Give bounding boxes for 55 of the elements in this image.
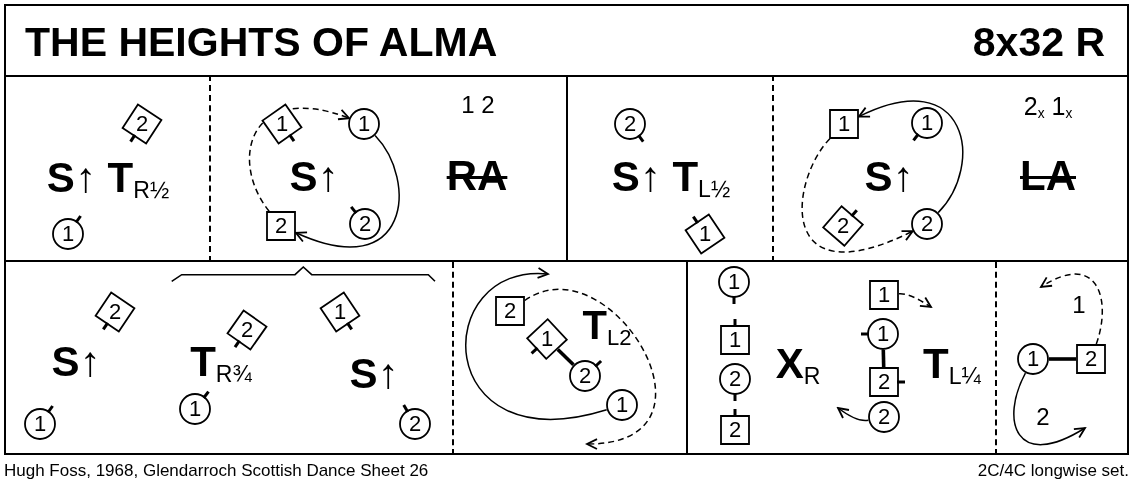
figure-panel: [209, 75, 566, 262]
figure-panel: [4, 262, 452, 455]
arrow: [898, 293, 932, 308]
dancer-circle: 1: [605, 388, 639, 422]
dancer-circle: 2: [568, 358, 604, 393]
dancer-square: 2: [265, 210, 297, 242]
dancer-diamond: 2: [94, 291, 136, 333]
dancer-diamond: 1: [261, 103, 303, 145]
arrow: [295, 134, 400, 248]
figure-notation: S↑ T$_{L½}$: [611, 156, 731, 198]
dancer-diamond: 2: [121, 103, 163, 145]
figure-panel: [566, 75, 772, 262]
figure-notation: S↑: [349, 353, 399, 395]
figure-notation: S↑: [289, 156, 339, 198]
arrow: [837, 407, 870, 422]
dancer-square: 2: [1075, 343, 1107, 375]
dancer-diamond: 1: [684, 213, 726, 255]
figure-panel: [686, 262, 995, 455]
source-note: Hugh Foss, 1968, Glendarroch Scottish Dance Sheet 26: [4, 461, 429, 479]
dancer-circle: 1: [347, 107, 381, 141]
arrow: [1013, 372, 1086, 446]
arrow: [465, 268, 608, 420]
figure-notation: S↑: [51, 341, 101, 383]
dancer-square: 1: [828, 108, 860, 140]
arrow: [1040, 273, 1104, 345]
figure-notation: X$_{R}$: [775, 343, 821, 385]
dancer-diamond: 2: [226, 309, 268, 351]
dancer-circle: 2: [867, 400, 901, 434]
couple-numbers: 1 2: [461, 93, 495, 117]
figure-notation: S↑: [864, 156, 914, 198]
figure-panel: [772, 75, 1129, 262]
couple-numbers: 2$_{x}$ 1$_{x}$: [1023, 93, 1073, 119]
figure-panel: [4, 75, 209, 262]
figure-notation: T$_{L¼}$: [923, 343, 981, 385]
dance-title: THE HEIGHTS OF ALMA: [25, 21, 498, 63]
arrow: [248, 107, 350, 212]
dancer-square: 2: [494, 295, 526, 327]
dancer-square: 1: [868, 279, 900, 311]
figure-notation: LA: [1020, 155, 1076, 197]
set-format: 8x32 R: [972, 21, 1105, 63]
connector-line: [556, 348, 575, 367]
dancer-diamond: 1: [525, 317, 569, 361]
arrow: [524, 289, 657, 449]
dancer-circle: 1: [1016, 342, 1050, 376]
arrow: [858, 100, 964, 214]
set-type-note: 2C/4C longwise set.: [977, 461, 1129, 479]
dancer-diamond: 1: [319, 291, 361, 333]
figure-panel: [452, 262, 686, 455]
dancer-circle: 2: [910, 207, 944, 241]
connector-line: [1049, 357, 1076, 361]
arrow: [801, 137, 914, 253]
dancer-diamond: 2: [821, 204, 865, 248]
figure-notation: S↑ T$_{R½}$: [46, 157, 170, 199]
figure-notation: T$_{L2}$: [582, 305, 632, 345]
figure-notation: RA: [446, 155, 508, 197]
